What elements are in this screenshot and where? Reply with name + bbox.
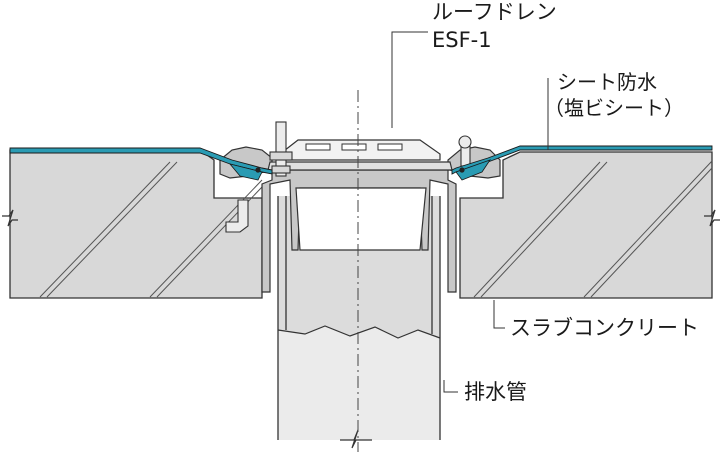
pvc-sheet-note: （塩ビシート） bbox=[544, 96, 684, 120]
waterproof-sheet-right bbox=[451, 145, 713, 175]
bolt-right bbox=[458, 135, 472, 167]
pipe-cut-line bbox=[277, 325, 441, 339]
drain-pipe-label: 排水管 bbox=[464, 380, 527, 404]
slab-concrete-label: スラブコンクリート bbox=[510, 316, 699, 340]
weep-pipe bbox=[225, 199, 249, 233]
concrete-hatching bbox=[39, 160, 713, 298]
pipe-walls bbox=[277, 196, 441, 440]
roof-drain-model-label: ESF-1 bbox=[432, 28, 492, 52]
roof-drain-label: ルーフドレン bbox=[432, 0, 557, 24]
sheet-flap-right bbox=[455, 159, 491, 181]
clamp-details bbox=[255, 167, 465, 173]
sheet-waterproofing-label: シート防水 bbox=[557, 70, 657, 94]
strainer-slots bbox=[305, 143, 403, 151]
pipe-break-line bbox=[340, 429, 372, 449]
strainer-rim bbox=[267, 161, 453, 171]
bolt-left bbox=[269, 121, 293, 177]
leader-lines bbox=[391, 31, 549, 393]
waterproof-sheet bbox=[9, 147, 273, 175]
slab-break-lines bbox=[2, 209, 720, 227]
drain-throat bbox=[295, 187, 427, 251]
sheet-flap-left bbox=[228, 163, 263, 181]
slab-concrete-right bbox=[459, 151, 713, 299]
